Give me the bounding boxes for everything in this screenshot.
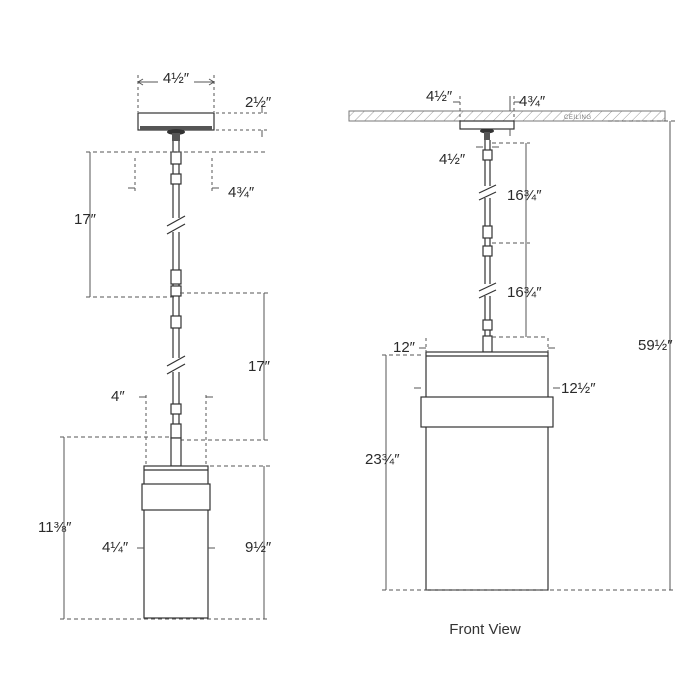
- side-canopy-width-dim: 4½″: [137, 68, 215, 112]
- side-fixture-top-width-dim: 4″: [111, 388, 213, 466]
- side-chain-upper-label: 17″: [74, 211, 97, 228]
- front-stem-width-dim: 4½″: [439, 146, 499, 168]
- side-canopy-width-label: 4½″: [163, 70, 190, 87]
- front-canopy-width-dim: 4½″: [426, 88, 521, 121]
- front-chain-lower-label: 16¾″: [507, 284, 542, 301]
- side-shade-height-dim: 9½″: [210, 465, 272, 619]
- front-stem-width-label: 4½″: [439, 151, 466, 168]
- front-fixture-height-label: 23¾″: [365, 451, 400, 468]
- side-view: 4½″ 2½″: [38, 68, 272, 620]
- front-overall-height-label: 59½″: [638, 337, 673, 354]
- front-fixture-width-dim: 12″: [393, 338, 555, 356]
- front-canopy-depth-dim: 4¾″: [509, 93, 546, 136]
- side-fixture: [141, 437, 211, 619]
- front-canopy-depth-label: 4¾″: [519, 93, 546, 110]
- front-chain-upper-dim: 16¾″: [492, 142, 542, 244]
- ceiling: CEILING: [348, 110, 666, 122]
- front-view-caption: Front View: [449, 621, 521, 638]
- front-fixture-height-dim: 23¾″: [365, 354, 675, 591]
- front-canopy: [459, 120, 515, 140]
- front-band-width-dim: 12½″: [414, 380, 596, 397]
- front-fixture-width-label: 12″: [393, 339, 416, 356]
- side-chain-lower-label: 17″: [248, 358, 271, 375]
- side-shade-width-label: 4¼″: [102, 539, 129, 556]
- front-overall-height-dim: 59½″: [608, 120, 675, 590]
- side-canopy: [137, 112, 215, 141]
- front-fixture: [420, 351, 554, 591]
- side-canopy-height-dim: 2½″: [216, 94, 272, 137]
- side-chain-width-dim: 4¾″: [128, 158, 255, 201]
- front-chain-lower-dim: 16¾″: [492, 243, 545, 338]
- side-fixture-top-width-label: 4″: [111, 388, 125, 405]
- side-canopy-height-label: 2½″: [245, 94, 272, 111]
- side-chain: [166, 141, 186, 439]
- side-chain-lower-dim: 17″: [180, 292, 271, 441]
- ceiling-label: CEILING: [564, 115, 592, 121]
- front-chain-upper-label: 16¾″: [507, 187, 542, 204]
- front-chain: [478, 140, 497, 353]
- side-overall-height-dim: 11⅜″: [38, 436, 270, 620]
- side-shade-height-label: 9½″: [245, 539, 272, 556]
- side-shade-width-dim: 4¼″: [102, 539, 215, 556]
- front-band-width-label: 12½″: [561, 380, 596, 397]
- side-chain-width-label: 4¾″: [228, 184, 255, 201]
- front-canopy-width-label: 4½″: [426, 88, 453, 105]
- front-view: CEILING 4½″ 4¾″ 4½″: [348, 88, 675, 638]
- side-overall-height-label: 11⅜″: [38, 519, 72, 536]
- side-chain-upper-dim: 17″: [74, 151, 268, 298]
